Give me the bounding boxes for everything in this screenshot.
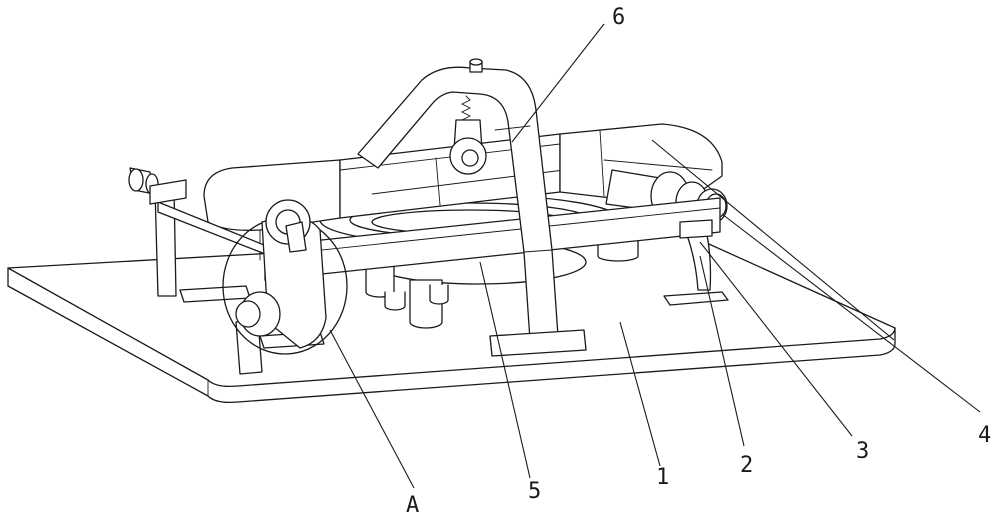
support-cylinders <box>365 239 639 329</box>
callout-labels: 6 A 5 1 2 3 4 <box>406 5 991 518</box>
callout-6: 6 <box>612 5 625 30</box>
callout-4: 4 <box>978 423 991 448</box>
arch-frame <box>357 66 587 357</box>
callout-1: 1 <box>656 465 669 490</box>
callout-2: 2 <box>740 453 753 478</box>
leader-lines <box>329 23 981 489</box>
callout-5: 5 <box>528 479 541 504</box>
pressure-wheel <box>449 58 487 175</box>
callout-3: 3 <box>856 439 869 464</box>
detail-a-region <box>222 199 348 355</box>
callout-a: A <box>406 493 419 518</box>
